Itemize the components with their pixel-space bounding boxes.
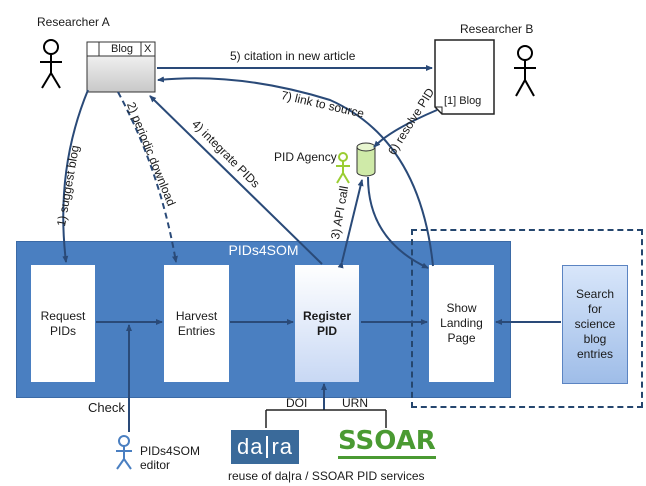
link-to-source-arrow [157, 76, 434, 267]
researcher-b-label: Researcher B [460, 22, 534, 36]
landing-line1: Show [446, 301, 477, 315]
ssoar-logo: SSOAR [338, 426, 436, 459]
footer-label: reuse of da|ra / SSOAR PID services [228, 469, 425, 483]
dara-logo: da ra [231, 430, 299, 464]
search-line3: science [574, 317, 616, 331]
pid-agency-person-icon [336, 152, 350, 184]
blog-window-title: Blog [111, 43, 134, 55]
search-line5: entries [576, 347, 614, 361]
periodic-download-arrow [117, 91, 178, 263]
suggest-blog-arrow [62, 89, 89, 263]
editor-person-icon [116, 435, 132, 470]
researcher-a-icon [40, 39, 62, 89]
researcher-a-label: Researcher A [37, 15, 110, 29]
blog-window-icon [86, 41, 156, 93]
dara-logo-sep [266, 436, 269, 458]
request-pids-line2: PIDs [49, 323, 76, 338]
integrate-pids-arrow [149, 95, 323, 265]
landing-search-frame [411, 229, 643, 408]
register-line2: PID [316, 323, 337, 338]
check-label: Check [88, 400, 125, 415]
services-bracket [265, 409, 387, 428]
dara-logo-left: da [236, 434, 264, 459]
blog-window-close: X [144, 43, 152, 55]
search-line1: Search [575, 287, 615, 301]
db-to-landing-arrow [367, 176, 429, 269]
register-line1: Register [302, 308, 352, 323]
search-line2: for [587, 302, 602, 316]
dara-logo-right: ra [271, 434, 294, 459]
doi-label: DOI [286, 396, 308, 410]
editor-label-line2: editor [140, 458, 171, 472]
database-icon [356, 142, 376, 177]
pid-agency-label: PID Agency [274, 150, 337, 164]
document-label: [1] Blog [444, 95, 482, 107]
search-line4: blog [583, 332, 607, 346]
landing-line2: Landing [440, 316, 483, 330]
request-pids-line1: Request [40, 308, 86, 323]
ssoar-logo-text: SSOAR [338, 426, 436, 459]
panel-title: PIDs4SOM [228, 242, 299, 258]
document-icon [434, 39, 495, 115]
landing-line3: Page [447, 331, 476, 345]
urn-label: URN [342, 396, 368, 410]
researcher-b-icon [514, 45, 536, 97]
harvest-line1: Harvest [175, 308, 218, 323]
citation-label: 5) citation in new article [230, 49, 356, 63]
editor-label-line1: PIDs4SOM [140, 444, 201, 458]
resolve-pid-arrow [373, 109, 438, 148]
harvest-line2: Entries [177, 323, 216, 338]
api-call-arrow [337, 179, 364, 269]
